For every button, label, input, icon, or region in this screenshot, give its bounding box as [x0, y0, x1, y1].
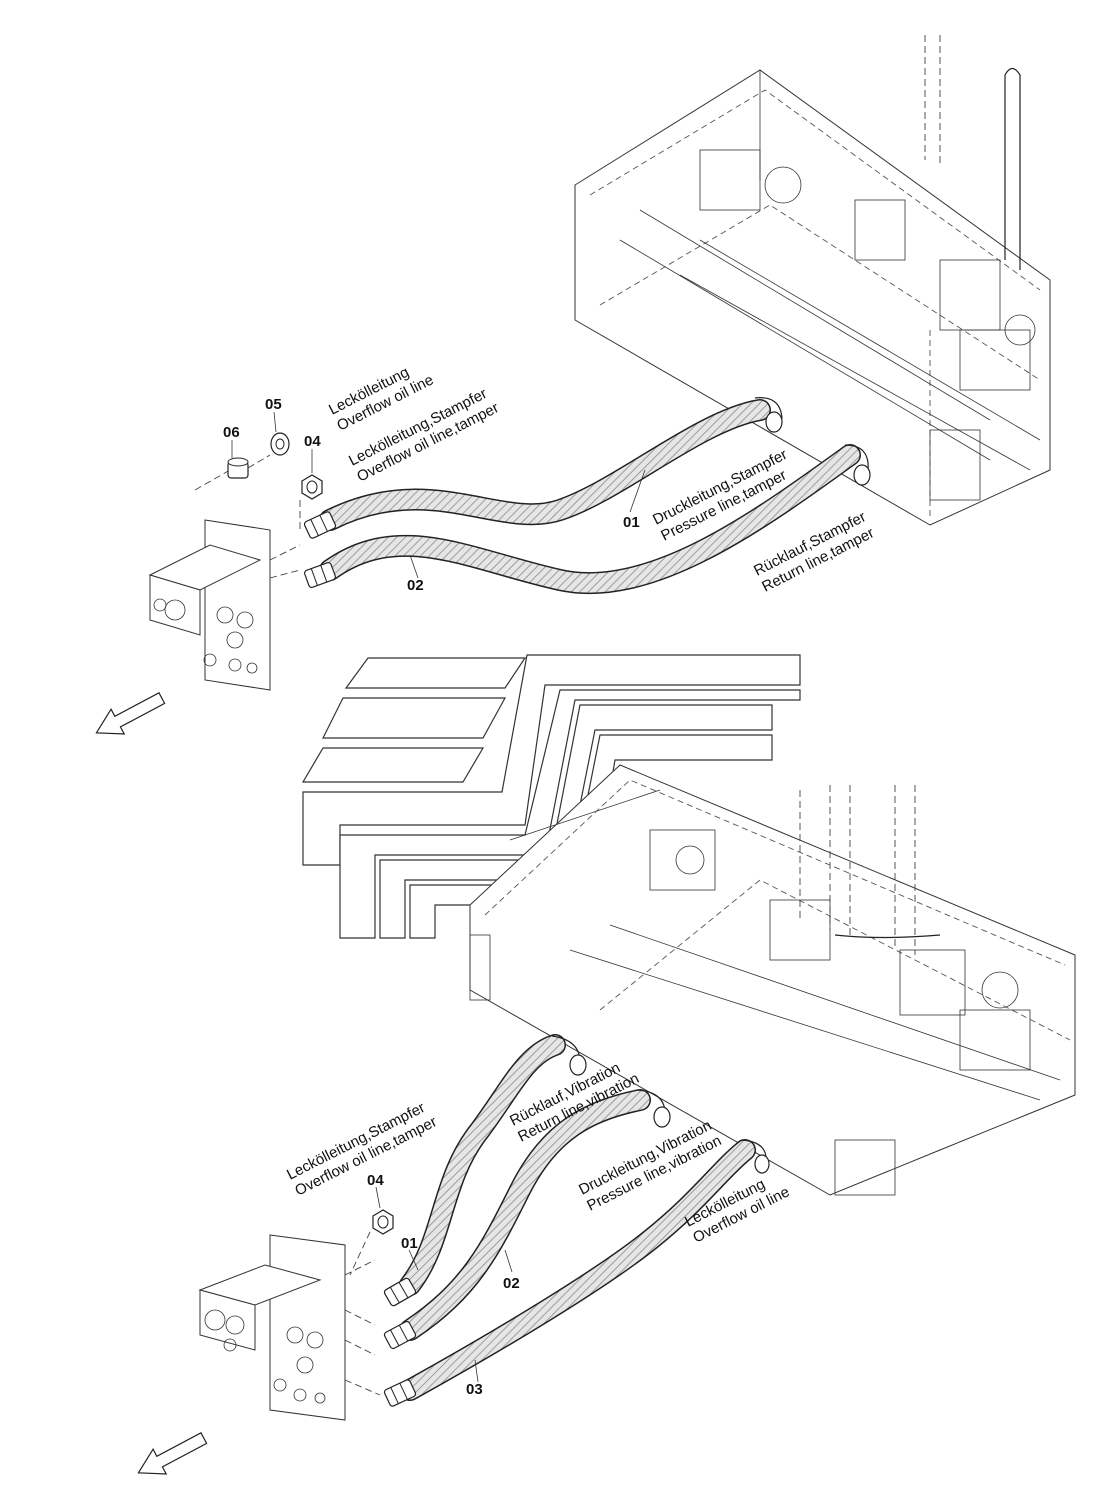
lower-valve-block: [198, 1234, 381, 1421]
callout-02-upper: 02: [407, 577, 424, 594]
hose-01-pressure-tamper: [302, 397, 783, 540]
upper-chassis-frame: [574, 35, 1051, 526]
part-06-plug: [227, 454, 271, 479]
hose-02-return-tamper: [303, 444, 871, 595]
leader-02: [409, 554, 419, 579]
part-05-seal-ring: [270, 432, 290, 456]
hose-02-return-vibration: [382, 1089, 671, 1351]
callout-05: 05: [265, 396, 282, 413]
arrow-down-left-icon: [95, 691, 166, 735]
arrow-down-left-icon: [137, 1431, 208, 1475]
leader-03-lower: [474, 1359, 479, 1383]
leader-01: [629, 469, 646, 513]
callout-03-lower: 03: [466, 1381, 483, 1398]
label-overflow-oil-line-tamper-lower: Leckölleitung,Stampfer Overflow oil line…: [284, 1099, 440, 1199]
callout-02-lower: 02: [503, 1275, 520, 1292]
callout-01-lower: 01: [401, 1235, 418, 1252]
callout-04-upper: 04: [304, 433, 321, 450]
leader-05: [273, 411, 277, 433]
label-overflow-oil-line-lower: Leckölleitung Overflow oil line: [682, 1176, 792, 1247]
part-04-nut-upper: [301, 474, 323, 500]
callout-04-lower: 04: [367, 1172, 384, 1189]
callout-06: 06: [223, 424, 240, 441]
leader-02-lower: [504, 1249, 513, 1273]
lower-chassis-frame: [469, 764, 1076, 1196]
upper-valve-block: [148, 469, 301, 691]
leader-01-lower: [408, 1249, 419, 1271]
hose-03-pressure-vibration: [382, 1139, 770, 1408]
callout-01-upper: 01: [623, 514, 640, 531]
part-04-nut-lower: [372, 1209, 394, 1235]
leader-04-lower: [375, 1186, 381, 1209]
hose-01-overflow-tamper-lower: [382, 1034, 587, 1308]
